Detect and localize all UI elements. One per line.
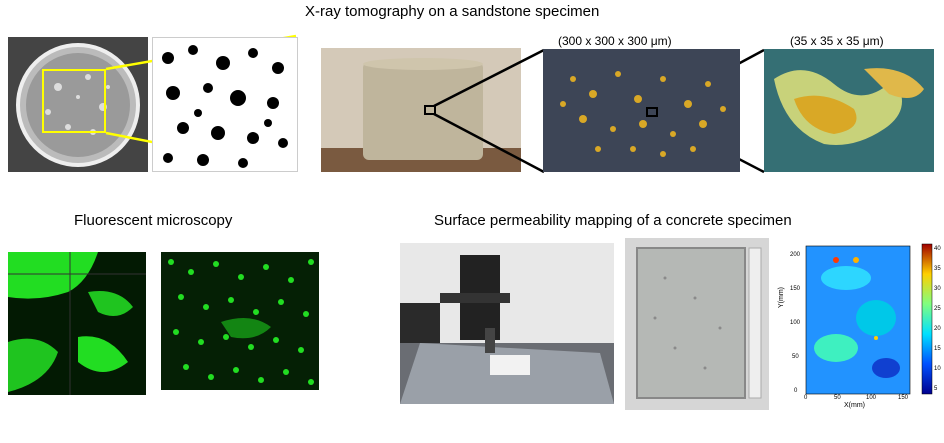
scan-300-label: (300 x 300 x 300 μm) bbox=[558, 34, 672, 48]
colorbar-tick: 30 bbox=[934, 286, 941, 292]
heatmap-y-tick: 100 bbox=[790, 320, 801, 326]
fluorescent-section-title: Fluorescent microscopy bbox=[74, 212, 233, 229]
fluorescent-image-1 bbox=[8, 252, 146, 395]
pore-scan-300-image bbox=[543, 49, 740, 172]
heatmap-x-tick: 100 bbox=[866, 395, 877, 401]
colorbar-tick: 20 bbox=[934, 326, 941, 332]
binary-pore-image bbox=[152, 37, 298, 172]
colorbar-tick: 25 bbox=[934, 306, 941, 312]
heatmap-x-tick: 50 bbox=[834, 395, 841, 401]
colorbar-tick: 35 bbox=[934, 266, 941, 272]
heatmap-y-tick: 0 bbox=[794, 388, 798, 394]
permeability-heatmap bbox=[776, 238, 942, 410]
heatmap-y-axis-label: Y(mm) bbox=[778, 287, 785, 308]
heatmap-x-axis-label: X(mm) bbox=[844, 402, 865, 409]
heatmap-x-tick: 150 bbox=[898, 395, 909, 401]
xray-section-title: X-ray tomography on a sandstone specimen bbox=[305, 3, 600, 20]
heatmap-x-tick: 0 bbox=[804, 395, 808, 401]
ct-zoom-box bbox=[42, 69, 106, 133]
scan-35-label: (35 x 35 x 35 μm) bbox=[790, 34, 884, 48]
permeability-rig-photo bbox=[400, 243, 614, 404]
colorbar-tick: 40 bbox=[934, 246, 941, 252]
colorbar-tick: 10 bbox=[934, 366, 941, 372]
colorbar-tick: 5 bbox=[934, 386, 938, 392]
ct-slice-image bbox=[8, 37, 148, 172]
heatmap-y-tick: 200 bbox=[790, 252, 801, 258]
heatmap-y-tick: 50 bbox=[792, 354, 799, 360]
pore-scan-35-image bbox=[764, 49, 934, 172]
heatmap-labels: Y(mm) X(mm) 0 50 100 150 200 0 50 100 15… bbox=[776, 238, 942, 410]
colorbar-tick: 15 bbox=[934, 346, 941, 352]
sandstone-specimen-photo bbox=[321, 48, 521, 172]
concrete-specimen-photo bbox=[625, 238, 769, 410]
heatmap-y-tick: 150 bbox=[790, 286, 801, 292]
permeability-section-title: Surface permeability mapping of a concre… bbox=[434, 212, 792, 229]
fluorescent-image-2 bbox=[161, 252, 319, 390]
